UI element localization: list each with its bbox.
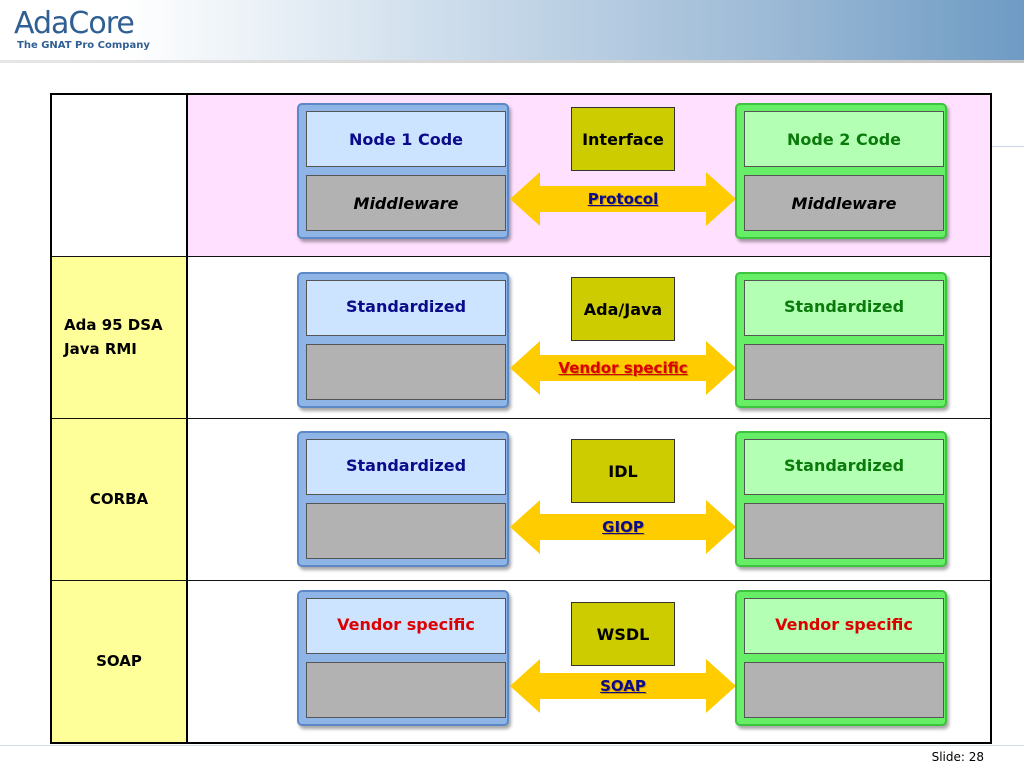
- interface-box: WSDL: [571, 602, 675, 666]
- node1-middleware-box: Middleware: [306, 175, 506, 231]
- node1-vendor-box: Vendor specific: [306, 598, 506, 654]
- label-cell-header: [52, 95, 186, 256]
- protocol-arrow: [510, 500, 736, 554]
- node1-frame: Vendor specific: [297, 590, 509, 726]
- protocol-arrow: [510, 172, 736, 226]
- label-cell-soap: [52, 580, 186, 742]
- node2-frame: Vendor specific: [735, 590, 947, 726]
- double-arrow-shape: [510, 341, 736, 395]
- node2-middleware-box: [744, 344, 944, 400]
- protocol-label: Protocol: [587, 190, 659, 208]
- interface-box: Interface: [571, 107, 675, 171]
- row-label-soap: SOAP: [96, 652, 142, 670]
- node2-standard-box: Standardized: [744, 439, 944, 495]
- node2-frame: Standardized: [735, 272, 947, 408]
- node2-standard-box: Standardized: [744, 280, 944, 336]
- logo-tagline: The GNAT Pro Company: [17, 40, 150, 51]
- protocol-label: SOAP: [600, 677, 646, 695]
- row-label-ada-java: Ada 95 DSA Java RMI: [52, 256, 186, 418]
- node1-frame: Standardized: [297, 272, 509, 408]
- double-arrow-shape: [510, 500, 736, 554]
- node2-middleware-box: [744, 662, 944, 718]
- slide-number: Slide: 28: [931, 750, 984, 764]
- adacore-logo: AdaCore: [14, 6, 135, 41]
- node2-vendor-box: Vendor specific: [744, 598, 944, 654]
- side-divider: [991, 146, 1024, 147]
- interface-box: IDL: [571, 439, 675, 503]
- footer-divider: [0, 745, 1024, 746]
- node2-frame: Node 2 Code Middleware: [735, 103, 947, 239]
- protocol-arrow: [510, 341, 736, 395]
- node2-middleware-box: Middleware: [744, 175, 944, 231]
- node2-frame: Standardized: [735, 431, 947, 567]
- row-divider: [52, 256, 990, 257]
- double-arrow-shape: [510, 659, 736, 713]
- node1-frame: Node 1 Code Middleware: [297, 103, 509, 239]
- node1-code-box: Node 1 Code: [306, 111, 506, 167]
- row-divider: [52, 580, 990, 581]
- label-cell-rmi: [52, 256, 186, 418]
- node1-middleware-box: [306, 662, 506, 718]
- interface-box: Ada/Java: [571, 277, 675, 341]
- node1-standard-box: Standardized: [306, 280, 506, 336]
- protocol-label: GIOP: [602, 518, 644, 536]
- node1-middleware-box: [306, 503, 506, 559]
- node2-middleware-box: [744, 503, 944, 559]
- label-cell-corba: [52, 418, 186, 580]
- row-label-line: Java RMI: [64, 340, 137, 358]
- node1-middleware-box: [306, 344, 506, 400]
- header-divider: [0, 60, 1024, 63]
- row-label-corba: CORBA: [89, 490, 149, 508]
- protocol-arrow: [510, 659, 736, 713]
- row-divider: [52, 418, 990, 419]
- node2-code-box: Node 2 Code: [744, 111, 944, 167]
- double-arrow-shape: [510, 172, 736, 226]
- protocol-label: Vendor specific: [558, 359, 688, 377]
- node1-frame: Standardized: [297, 431, 509, 567]
- row-label-line: Ada 95 DSA: [64, 316, 163, 334]
- node1-standard-box: Standardized: [306, 439, 506, 495]
- slide-header: [0, 0, 1024, 62]
